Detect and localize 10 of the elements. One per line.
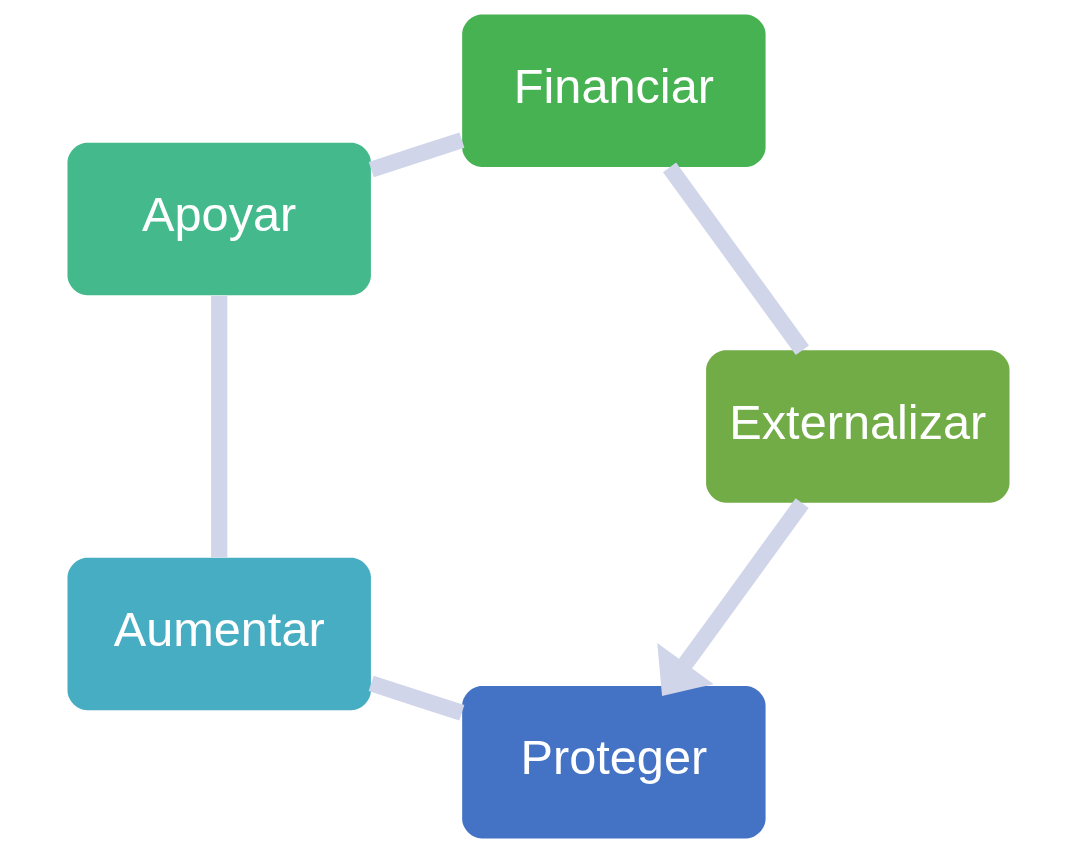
node-box: Externalizar	[705, 350, 1009, 503]
node-box: Apoyar	[67, 142, 371, 296]
connector	[368, 132, 464, 178]
connector	[662, 162, 809, 355]
connector	[210, 295, 227, 558]
connector	[368, 675, 464, 721]
node-box: Proteger	[461, 685, 766, 839]
arrow	[656, 498, 809, 696]
node-box: Aumentar	[67, 557, 371, 711]
node-box: Financiar	[461, 14, 766, 168]
